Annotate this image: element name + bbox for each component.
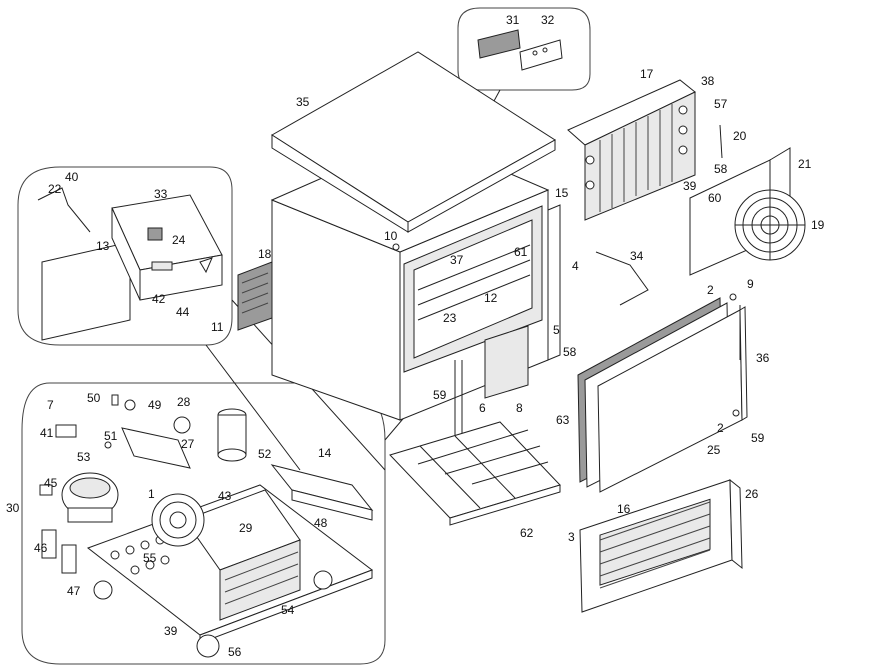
filter-drier bbox=[173, 416, 191, 434]
side-panel bbox=[547, 204, 561, 361]
evaporator-coil bbox=[184, 489, 301, 621]
callout-label: 26 bbox=[745, 487, 759, 501]
bracket-rod bbox=[719, 124, 723, 159]
callout-label: 35 bbox=[296, 95, 310, 109]
control-box bbox=[111, 194, 223, 301]
callout-label: 25 bbox=[707, 443, 721, 457]
callout-label: 55 bbox=[143, 551, 157, 565]
callout-label: 36 bbox=[756, 351, 770, 365]
control-box-cover bbox=[41, 241, 131, 341]
callout-label: 39 bbox=[164, 624, 178, 638]
compressor bbox=[61, 472, 119, 523]
callout-label: 3 bbox=[568, 530, 575, 544]
callout-label: 11 bbox=[211, 320, 224, 334]
callout-label: 63 bbox=[556, 413, 570, 427]
callout-label: 22 bbox=[48, 182, 62, 196]
callout-label: 5 bbox=[553, 323, 560, 337]
callout-label: 12 bbox=[484, 291, 498, 305]
callout-label: 29 bbox=[239, 521, 253, 535]
display-board bbox=[477, 29, 563, 71]
detail-bubble-display-board bbox=[457, 7, 591, 91]
callout-label: 51 bbox=[104, 429, 118, 443]
callout-label: 39 bbox=[683, 179, 697, 193]
receiver-cylinder bbox=[217, 408, 247, 462]
callout-label: 27 bbox=[181, 437, 195, 451]
callout-label: 19 bbox=[811, 218, 825, 232]
callout-label: 59 bbox=[433, 388, 447, 402]
capacitor-48 bbox=[61, 544, 77, 574]
callout-label: 37 bbox=[450, 253, 464, 267]
callout-label: 31 bbox=[506, 13, 520, 27]
callout-label: 28 bbox=[177, 395, 191, 409]
fan-assembly bbox=[689, 147, 806, 276]
callout-label: 4 bbox=[572, 259, 579, 273]
callout-label: 48 bbox=[314, 516, 328, 530]
callout-label: 13 bbox=[96, 239, 110, 253]
callout-label: 58 bbox=[714, 162, 728, 176]
sensor-probe bbox=[595, 251, 649, 306]
callout-label: 52 bbox=[258, 447, 272, 461]
callout-label: 60 bbox=[708, 191, 722, 205]
callout-label: 42 bbox=[152, 292, 166, 306]
valve-parts bbox=[39, 394, 136, 496]
pipe-assembly bbox=[121, 427, 191, 469]
callout-label: 10 bbox=[384, 229, 398, 243]
callout-label: 64 bbox=[0, 0, 14, 3]
side-grille bbox=[237, 261, 273, 331]
callout-label: 23 bbox=[443, 311, 457, 325]
callout-label: 53 bbox=[77, 450, 91, 464]
callout-label: 6 bbox=[479, 401, 486, 415]
callout-label: 2 bbox=[717, 421, 724, 435]
detail-bubble-control-box bbox=[17, 166, 233, 346]
callout-label: 21 bbox=[798, 157, 812, 171]
condensate-tray bbox=[270, 464, 374, 521]
callout-label: 33 bbox=[154, 187, 168, 201]
callout-label: 20 bbox=[733, 129, 747, 143]
callout-label: 46 bbox=[34, 541, 48, 555]
capacitor-47 bbox=[41, 529, 57, 559]
callout-label: 2 bbox=[707, 283, 714, 297]
callout-label: 7 bbox=[47, 398, 54, 412]
callout-label: 49 bbox=[148, 398, 162, 412]
callout-label: 40 bbox=[65, 170, 79, 184]
callout-label: 47 bbox=[67, 584, 81, 598]
callout-label: 34 bbox=[630, 249, 644, 263]
callout-label: 56 bbox=[228, 645, 242, 659]
callout-label: 14 bbox=[318, 446, 332, 460]
callout-label: 18 bbox=[258, 247, 272, 261]
top-cover bbox=[271, 51, 556, 233]
callout-label: 43 bbox=[218, 489, 232, 503]
callout-label: 16 bbox=[617, 502, 631, 516]
callout-label: 17 bbox=[640, 67, 654, 81]
callout-label: 44 bbox=[176, 305, 190, 319]
callout-label: 32 bbox=[541, 13, 555, 27]
condenser-coil bbox=[567, 79, 696, 221]
callout-label: 24 bbox=[172, 233, 186, 247]
callout-label: 62 bbox=[520, 526, 534, 540]
callout-label: 45 bbox=[44, 476, 58, 490]
front-grille bbox=[579, 478, 743, 613]
power-cord bbox=[37, 187, 91, 233]
door-assembly bbox=[577, 293, 748, 493]
callout-label: 8 bbox=[516, 401, 523, 415]
callout-label: 59 bbox=[751, 431, 765, 445]
callout-label: 41 bbox=[40, 426, 54, 440]
evaporator-fan bbox=[151, 493, 205, 547]
callout-label: 50 bbox=[87, 391, 101, 405]
vibration-damper-feet bbox=[93, 570, 333, 658]
bottom-grid-tray bbox=[389, 421, 561, 526]
callout-label: 58 bbox=[563, 345, 577, 359]
callout-label: 30 bbox=[6, 501, 20, 515]
callout-label: 9 bbox=[747, 277, 754, 291]
callout-label: 57 bbox=[714, 97, 728, 111]
callout-label: 54 bbox=[281, 603, 295, 617]
callout-label: 1 bbox=[148, 487, 155, 501]
callout-label: 15 bbox=[555, 186, 569, 200]
callout-label: 61 bbox=[514, 245, 528, 259]
callout-label: 38 bbox=[701, 74, 715, 88]
drain-tray bbox=[484, 325, 529, 399]
